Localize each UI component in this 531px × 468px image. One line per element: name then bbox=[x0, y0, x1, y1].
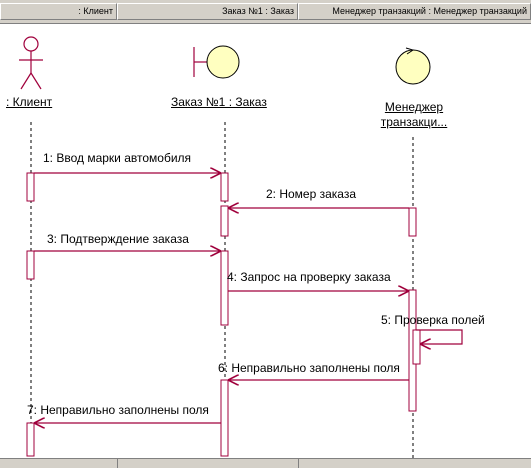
boundary-icon[interactable] bbox=[193, 45, 240, 79]
header-column-client[interactable]: : Клиент bbox=[0, 3, 117, 20]
actor-icon[interactable] bbox=[19, 36, 43, 90]
bottom-scroll-strip[interactable] bbox=[0, 458, 531, 468]
message-4-label[interactable]: 4: Запрос на проверку заказа bbox=[227, 270, 391, 284]
client-activation-1[interactable] bbox=[26, 172, 35, 202]
manager-label-line2: транзакци... bbox=[380, 115, 448, 129]
footer-divider bbox=[298, 459, 299, 468]
message-6-label[interactable]: 6: Неправильно заполнены поля bbox=[218, 361, 400, 375]
column-header-bar: : Клиент Заказ №1 : Заказ Менеджер транз… bbox=[0, 0, 531, 24]
manager-object-label[interactable]: Менеджер транзакци... bbox=[366, 100, 462, 130]
manager-activation-1[interactable] bbox=[408, 207, 417, 237]
client-activation-3[interactable] bbox=[26, 422, 35, 457]
control-icon[interactable] bbox=[395, 47, 431, 85]
message-3-label[interactable]: 3: Подтверждение заказа bbox=[47, 232, 189, 246]
header-column-order[interactable]: Заказ №1 : Заказ bbox=[117, 3, 298, 20]
message-5-label[interactable]: 5: Проверка полей bbox=[381, 313, 485, 327]
order-activation-3[interactable] bbox=[220, 250, 229, 326]
message-2-label[interactable]: 2: Номер заказа bbox=[266, 187, 357, 201]
client-object-label[interactable]: : Клиент bbox=[6, 95, 53, 109]
manager-activation-self[interactable] bbox=[412, 329, 421, 365]
order-activation-4[interactable] bbox=[220, 379, 229, 457]
footer-divider bbox=[117, 459, 118, 468]
order-activation-2[interactable] bbox=[220, 205, 229, 237]
order-object-label[interactable]: Заказ №1 : Заказ bbox=[171, 95, 267, 109]
manager-label-line1: Менеджер bbox=[384, 100, 444, 114]
client-activation-2[interactable] bbox=[26, 250, 35, 280]
message-7-label[interactable]: 7: Неправильно заполнены поля bbox=[27, 403, 209, 417]
message-5-arrow[interactable] bbox=[416, 329, 463, 344]
message-1-label[interactable]: 1: Ввод марки автомобиля bbox=[43, 151, 192, 165]
order-activation-1[interactable] bbox=[220, 172, 229, 202]
